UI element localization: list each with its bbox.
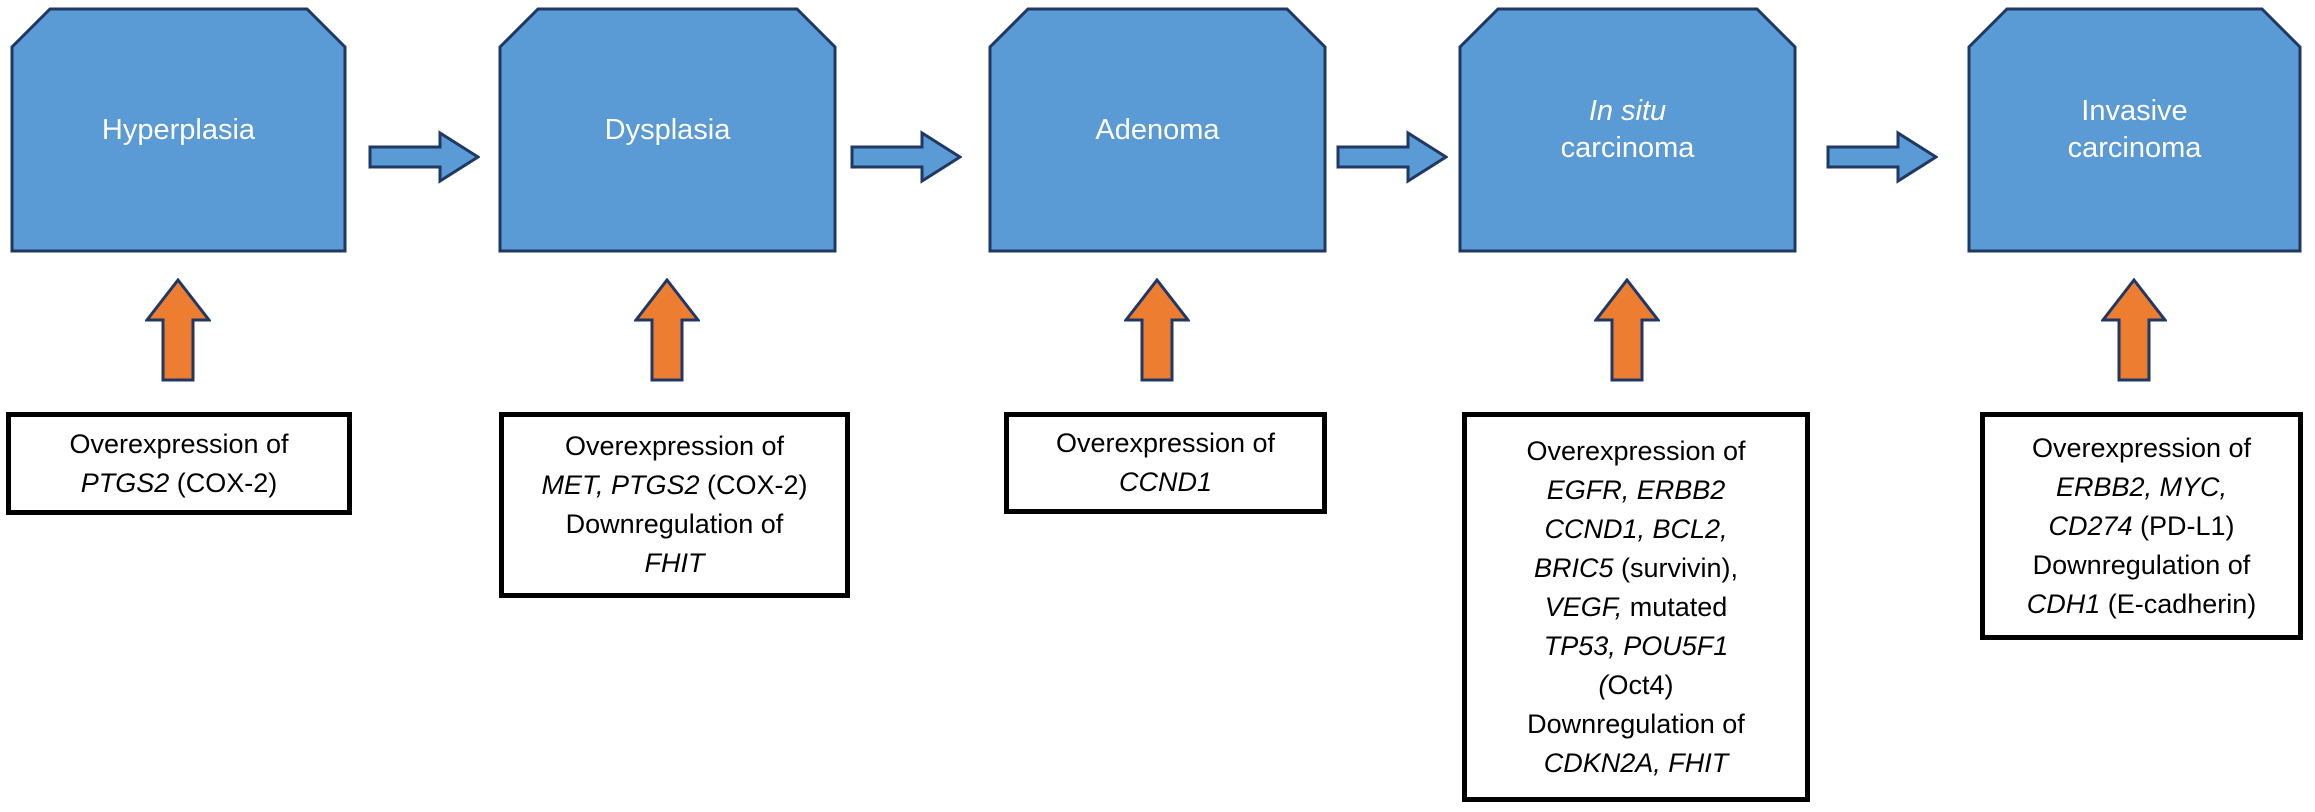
annotation-box-dysplasia: Overexpression of MET, PTGS2 (COX-2) Downr… [499, 412, 850, 598]
text-line: carcinoma [2067, 132, 2202, 164]
snipped-rectangle-shape [1967, 7, 2302, 253]
stage-box-adenoma: Adenoma [988, 7, 1327, 253]
stage-box-hyperplasia: Hyperplasia [10, 7, 347, 253]
text-line: Hyperplasia [101, 113, 256, 146]
snipped-rectangle-shape [988, 7, 1327, 253]
stage-box-in-situ-carcinoma: In situ carcinoma [1458, 7, 1797, 253]
text-line: VEGF, mutated [1544, 591, 1728, 622]
text-line: CDH1 (E-cadherin) [2026, 588, 2257, 619]
text-line: Downregulation of [565, 509, 784, 539]
annotation-box-adenoma: Overexpression of CCND1 [1004, 412, 1327, 514]
text-line: Overexpression of [1055, 428, 1276, 458]
right-arrow-icon [368, 129, 480, 185]
text-line: BRIC5 (survivin), [1533, 552, 1739, 583]
up-arrow-icon [2101, 278, 2167, 382]
stage-box-invasive-carcinoma: Invasive carcinoma [1967, 7, 2302, 253]
right-arrow-shape [1336, 130, 1448, 184]
up-arrow-icon [145, 278, 211, 382]
annotation-box-hyperplasia: Overexpression of PTGS2 (COX-2) [6, 412, 352, 515]
text-line: Overexpression of [2031, 432, 2252, 463]
text-line: In situ [1588, 95, 1667, 127]
annotation-box-invasive-carcinoma: Overexpression of ERBB2, MYC, CD274 (PD-L1… [1980, 412, 2303, 640]
up-arrow-icon [1594, 278, 1660, 382]
text-line: Downregulation of [2032, 549, 2251, 580]
text-line: (Oct4) [1598, 669, 1674, 700]
stage-label-dysplasia: Dysplasia [498, 7, 837, 253]
text-line: Overexpression of [69, 428, 289, 459]
stage-label-in-situ-carcinoma: In situ carcinoma [1458, 7, 1797, 253]
right-arrow-shape [850, 130, 962, 184]
text-line: CDKN2A, FHIT [1543, 747, 1729, 778]
up-arrow-shape [1124, 278, 1190, 382]
up-arrow-icon [634, 278, 700, 382]
text-line: CCND1 [1118, 467, 1212, 497]
text-line: ERBB2, MYC, [2055, 471, 2228, 502]
stage-box-dysplasia: Dysplasia [498, 7, 837, 253]
up-arrow-shape [2101, 278, 2167, 382]
text-line: TP53, POU5F1 [1543, 630, 1729, 661]
text-line: CCND1, BCL2, [1544, 513, 1728, 544]
text-line: MET, PTGS2 (COX-2) [541, 470, 808, 500]
text-line: PTGS2 (COX-2) [80, 467, 278, 498]
stage-label-adenoma: Adenoma [988, 7, 1327, 253]
text-line: EGFR, ERBB2 [1546, 474, 1726, 505]
right-arrow-icon [850, 129, 962, 185]
up-arrow-shape [1594, 278, 1660, 382]
right-arrow-icon [1336, 129, 1448, 185]
stage-label-hyperplasia: Hyperplasia [10, 7, 347, 253]
snipped-rectangle-shape [10, 7, 347, 253]
text-line: Overexpression of [1526, 435, 1746, 466]
up-arrow-shape [634, 278, 700, 382]
snipped-rectangle-shape [498, 7, 837, 253]
text-line: Adenoma [1095, 113, 1220, 146]
text-line: carcinoma [1560, 132, 1695, 164]
up-arrow-icon [1124, 278, 1190, 382]
text-line: Overexpression of [564, 431, 785, 461]
snipped-rectangle-shape [1458, 7, 1797, 253]
right-arrow-shape [1826, 130, 1938, 184]
right-arrow-icon [1826, 129, 1938, 185]
right-arrow-shape [368, 130, 480, 184]
up-arrow-shape [145, 278, 211, 382]
text-line: Downregulation of [1527, 708, 1745, 739]
stage-label-invasive-carcinoma: Invasive carcinoma [1967, 7, 2302, 253]
text-line: Invasive [2081, 95, 2188, 127]
text-line: Dysplasia [604, 113, 731, 146]
text-line: FHIT [644, 548, 705, 578]
text-line: CD274 (PD-L1) [2048, 510, 2235, 541]
